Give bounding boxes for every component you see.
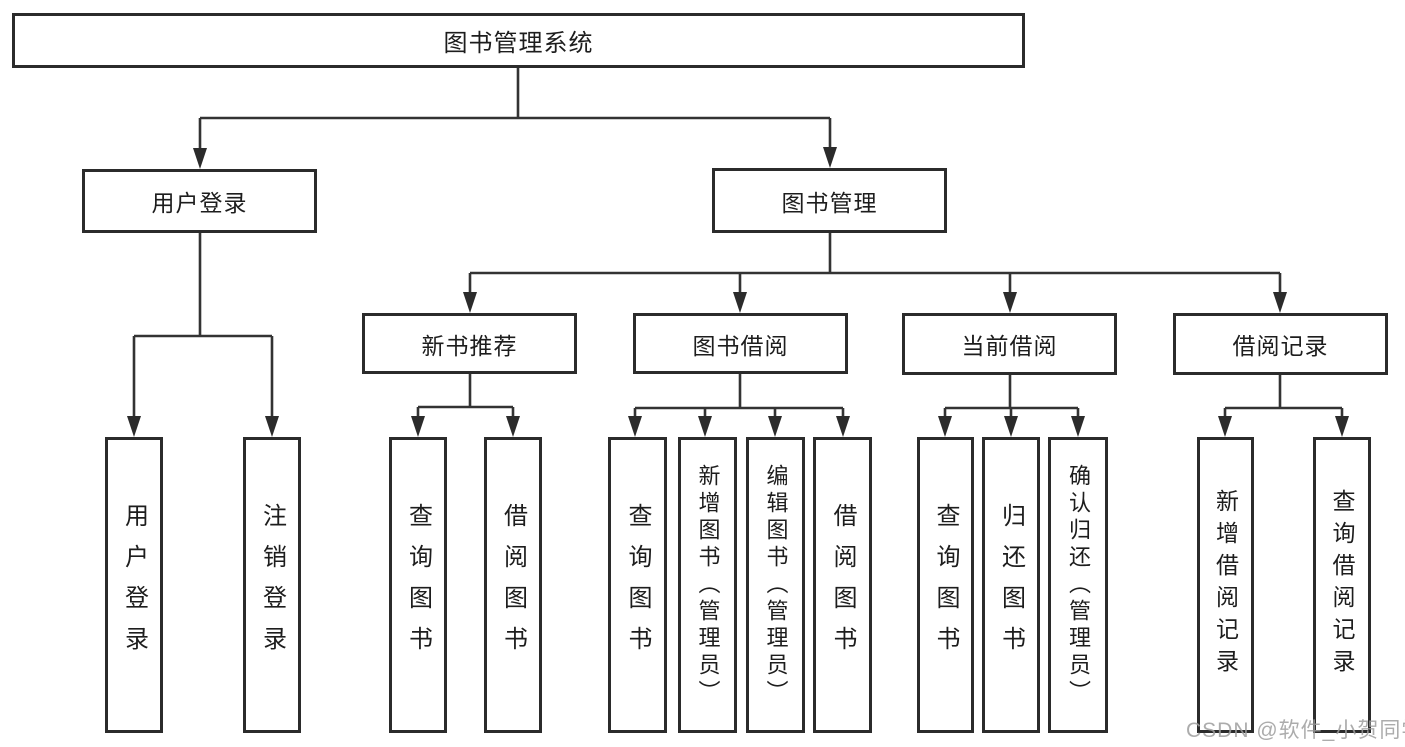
leaf-borrow-books-2-label: 借阅图书 xyxy=(829,503,856,667)
leaf-query-books-2-label: 查询图书 xyxy=(624,503,651,667)
arrowhead xyxy=(1003,292,1017,313)
arrowhead xyxy=(411,416,425,437)
leaf-query-borrow-record-label: 查询借阅记录 xyxy=(1329,489,1355,681)
arrowhead xyxy=(938,416,952,437)
csdn-watermark: CSDN @软件_小贺同学 xyxy=(1186,719,1405,742)
leaf-confirm-return-admin: 确认归还（管理员） xyxy=(1048,437,1108,733)
leaf-borrow-books-1-label: 借阅图书 xyxy=(499,503,527,667)
leaf-add-book-admin: 新增图书（管理员） xyxy=(678,437,737,733)
arrowhead xyxy=(265,416,279,437)
arrowhead xyxy=(1335,416,1349,437)
arrowhead xyxy=(1218,416,1232,437)
leaf-logout-label: 注销登录 xyxy=(258,503,286,667)
arrowhead xyxy=(1071,416,1085,437)
leaf-add-borrow-record-label: 新增借阅记录 xyxy=(1212,489,1239,681)
arrowhead xyxy=(836,416,850,437)
node-user-login: 用户登录 xyxy=(82,169,317,233)
arrowheads xyxy=(127,147,1349,437)
node-borrow-records: 借阅记录 xyxy=(1173,313,1388,375)
leaf-query-books-1-label: 查询图书 xyxy=(404,503,432,667)
node-new-book-recommend: 新书推荐 xyxy=(362,313,577,374)
leaf-query-books-3: 查询图书 xyxy=(917,437,974,733)
leaf-query-books-2: 查询图书 xyxy=(608,437,667,733)
leaf-add-borrow-record: 新增借阅记录 xyxy=(1197,437,1254,733)
arrowhead xyxy=(628,416,642,437)
leaf-add-book-admin-label: 新增图书（管理员） xyxy=(695,463,721,707)
arrowhead xyxy=(733,292,747,313)
arrowhead xyxy=(193,148,207,169)
arrowhead xyxy=(768,416,782,437)
leaf-query-borrow-record: 查询借阅记录 xyxy=(1313,437,1371,733)
arrowhead xyxy=(127,416,141,437)
leaf-logout: 注销登录 xyxy=(243,437,301,733)
leaf-user-login: 用户登录 xyxy=(105,437,163,733)
leaf-query-books-1: 查询图书 xyxy=(389,437,447,733)
node-book-management: 图书管理 xyxy=(712,168,947,233)
arrowhead xyxy=(1004,416,1018,437)
arrowhead xyxy=(698,416,712,437)
leaf-borrow-books-1: 借阅图书 xyxy=(484,437,542,733)
connector-path xyxy=(132,68,1344,420)
leaf-borrow-books-2: 借阅图书 xyxy=(813,437,872,733)
leaf-edit-book-admin: 编辑图书（管理员） xyxy=(746,437,805,733)
arrowhead xyxy=(1273,292,1287,313)
leaf-return-books-label: 归还图书 xyxy=(997,503,1025,667)
node-current-borrow: 当前借阅 xyxy=(902,313,1117,375)
leaf-edit-book-admin-label: 编辑图书（管理员） xyxy=(763,463,789,707)
node-library-management-system: 图书管理系统 xyxy=(12,13,1025,68)
leaf-query-books-3-label: 查询图书 xyxy=(932,503,959,667)
leaf-confirm-return-admin-label: 确认归还（管理员） xyxy=(1066,463,1091,707)
leaf-user-login-label: 用户登录 xyxy=(120,503,148,667)
node-book-borrow: 图书借阅 xyxy=(633,313,848,374)
leaf-return-books: 归还图书 xyxy=(982,437,1040,733)
arrowhead xyxy=(506,416,520,437)
arrowhead xyxy=(463,292,477,313)
arrowhead xyxy=(823,147,837,168)
